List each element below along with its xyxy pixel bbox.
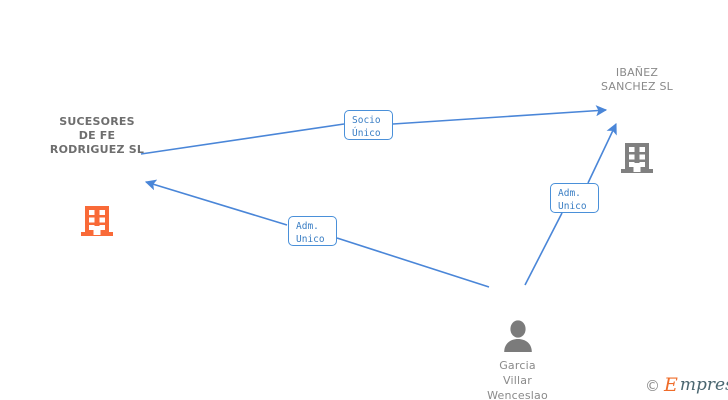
node-label-ibanez: IBAÑEZ SANCHEZ SL bbox=[601, 66, 673, 93]
watermark-brand-name: mpresia bbox=[679, 375, 728, 395]
edge-line-adm-unico-ibanez-lower bbox=[524, 212, 563, 286]
edge-line-socio-unico-right bbox=[392, 105, 608, 125]
edge-label-adm-unico-ibanez[interactable]: Adm. Unico bbox=[550, 183, 599, 213]
node-company-sucesores[interactable]: SUCESORES DE FE RODRIGUEZ SL bbox=[33, 96, 161, 239]
copyright-icon: © bbox=[645, 376, 660, 395]
node-label-persona: Garcia Villar Wenceslao bbox=[487, 359, 548, 400]
building-icon[interactable] bbox=[619, 121, 655, 173]
edge-line-adm-unico-sucesores-left bbox=[144, 179, 288, 226]
edge-label-adm-unico-sucesores[interactable]: Adm. Unico bbox=[288, 216, 337, 246]
edge-line-adm-unico-ibanez-upper bbox=[587, 122, 617, 184]
building-icon[interactable] bbox=[79, 184, 115, 236]
edge-label-socio-unico[interactable]: Socio Único bbox=[344, 110, 393, 140]
edge-line-socio-unico-left bbox=[140, 123, 345, 155]
watermark-brand-initial: E bbox=[664, 374, 678, 396]
node-company-ibanez[interactable]: IBAÑEZ SANCHEZ SL bbox=[573, 47, 701, 176]
node-person-garcia-villar-wenceslao[interactable]: Garcia Villar Wenceslao bbox=[455, 282, 580, 400]
node-label-sucesores: SUCESORES DE FE RODRIGUEZ SL bbox=[49, 115, 145, 156]
person-icon[interactable] bbox=[501, 301, 535, 352]
watermark-empresia: © E mpresia bbox=[645, 376, 728, 395]
edge-line-adm-unico-sucesores-right bbox=[336, 237, 490, 288]
